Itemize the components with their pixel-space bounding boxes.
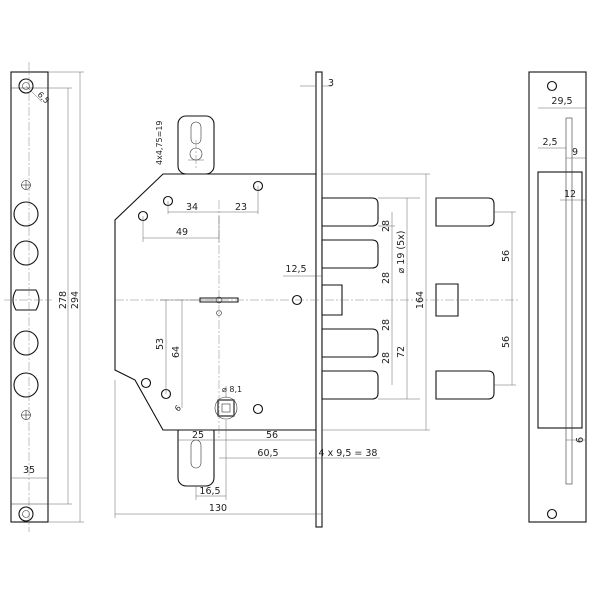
- dim-2-5-label: 2,5: [542, 137, 557, 148]
- strike-plate-outline: [528, 71, 587, 523]
- dim-294-label: 294: [70, 291, 81, 309]
- bolt-hole-1: [13, 201, 39, 227]
- dim-12-label: 12: [564, 189, 576, 200]
- dim-28c-label: 28: [381, 319, 392, 331]
- screw-hole-bottom: [18, 506, 34, 522]
- dim-164-label: 164: [415, 291, 426, 309]
- dim-slot-label: 4x4,75=19: [155, 120, 164, 165]
- dim-60-5-label: 60,5: [257, 448, 278, 459]
- dim-56-label: 56: [266, 430, 278, 441]
- dim-19-label: ⌀ 19 (5x): [396, 231, 407, 274]
- dim-16-5-label: 16,5: [199, 486, 220, 497]
- screw-hole-top: [18, 78, 34, 94]
- dim-3-label: 3: [328, 78, 334, 89]
- bolt-4: [321, 370, 379, 400]
- bolt-1: [321, 197, 379, 227]
- dim-34-label: 34: [186, 202, 198, 213]
- faceplate-outline: [10, 71, 49, 523]
- dim-56-right-bottom-label: 56: [501, 336, 512, 348]
- right-strike-plate-view: 29,5 2,5 9 12 6: [528, 71, 587, 523]
- bolt-extended-1: [435, 197, 495, 227]
- dim-4x9-5-label: 4 x 9,5 = 38: [319, 448, 378, 459]
- bolt-hole-2: [13, 240, 39, 266]
- dim-28a-label: 28: [381, 220, 392, 232]
- dim-28b-label: 28: [381, 272, 392, 284]
- dim-278-label: 278: [58, 291, 69, 309]
- dim-53-label: 53: [155, 338, 166, 350]
- bolt-extended-2: [435, 370, 495, 400]
- dim-9-label: 9: [572, 147, 578, 158]
- strike-screw-hole-top: [546, 80, 558, 92]
- dim-28d-label: 28: [381, 352, 392, 364]
- dim-12-5-label: 12,5: [285, 264, 306, 275]
- bolt-2: [321, 239, 379, 269]
- dim-6-right-label: 6: [575, 437, 586, 443]
- dim-56-right-top-label: 56: [501, 250, 512, 262]
- bolt-3: [321, 328, 379, 358]
- strike-screw-hole-bottom: [546, 508, 558, 520]
- lock-body-view: 4x4,75=19 3: [114, 71, 520, 528]
- bolt-hole-4: [13, 372, 39, 398]
- latch-hole: [12, 289, 40, 311]
- bolt-hole-3: [13, 330, 39, 356]
- strike-lip: [565, 117, 573, 485]
- dim-29-5-label: 29,5: [551, 96, 572, 107]
- dim-hole-dia-label: 6,5: [36, 90, 51, 105]
- spindle-square: [217, 399, 235, 417]
- dim-72-label: 72: [396, 346, 407, 358]
- left-faceplate-view: 278 294 6,5 35: [4, 62, 84, 532]
- dim-64-label: 64: [171, 346, 182, 358]
- dim-130-label: 130: [209, 503, 227, 514]
- dim-23-label: 23: [235, 202, 247, 213]
- dim-35-label: 35: [23, 465, 35, 476]
- dim-25-label: 25: [192, 430, 204, 441]
- strike-box: [537, 171, 583, 429]
- dim-49-label: 49: [176, 227, 188, 238]
- dim-6-label: 6: [173, 403, 183, 413]
- dim-8-1-label: ⌀ 8,1: [222, 385, 242, 394]
